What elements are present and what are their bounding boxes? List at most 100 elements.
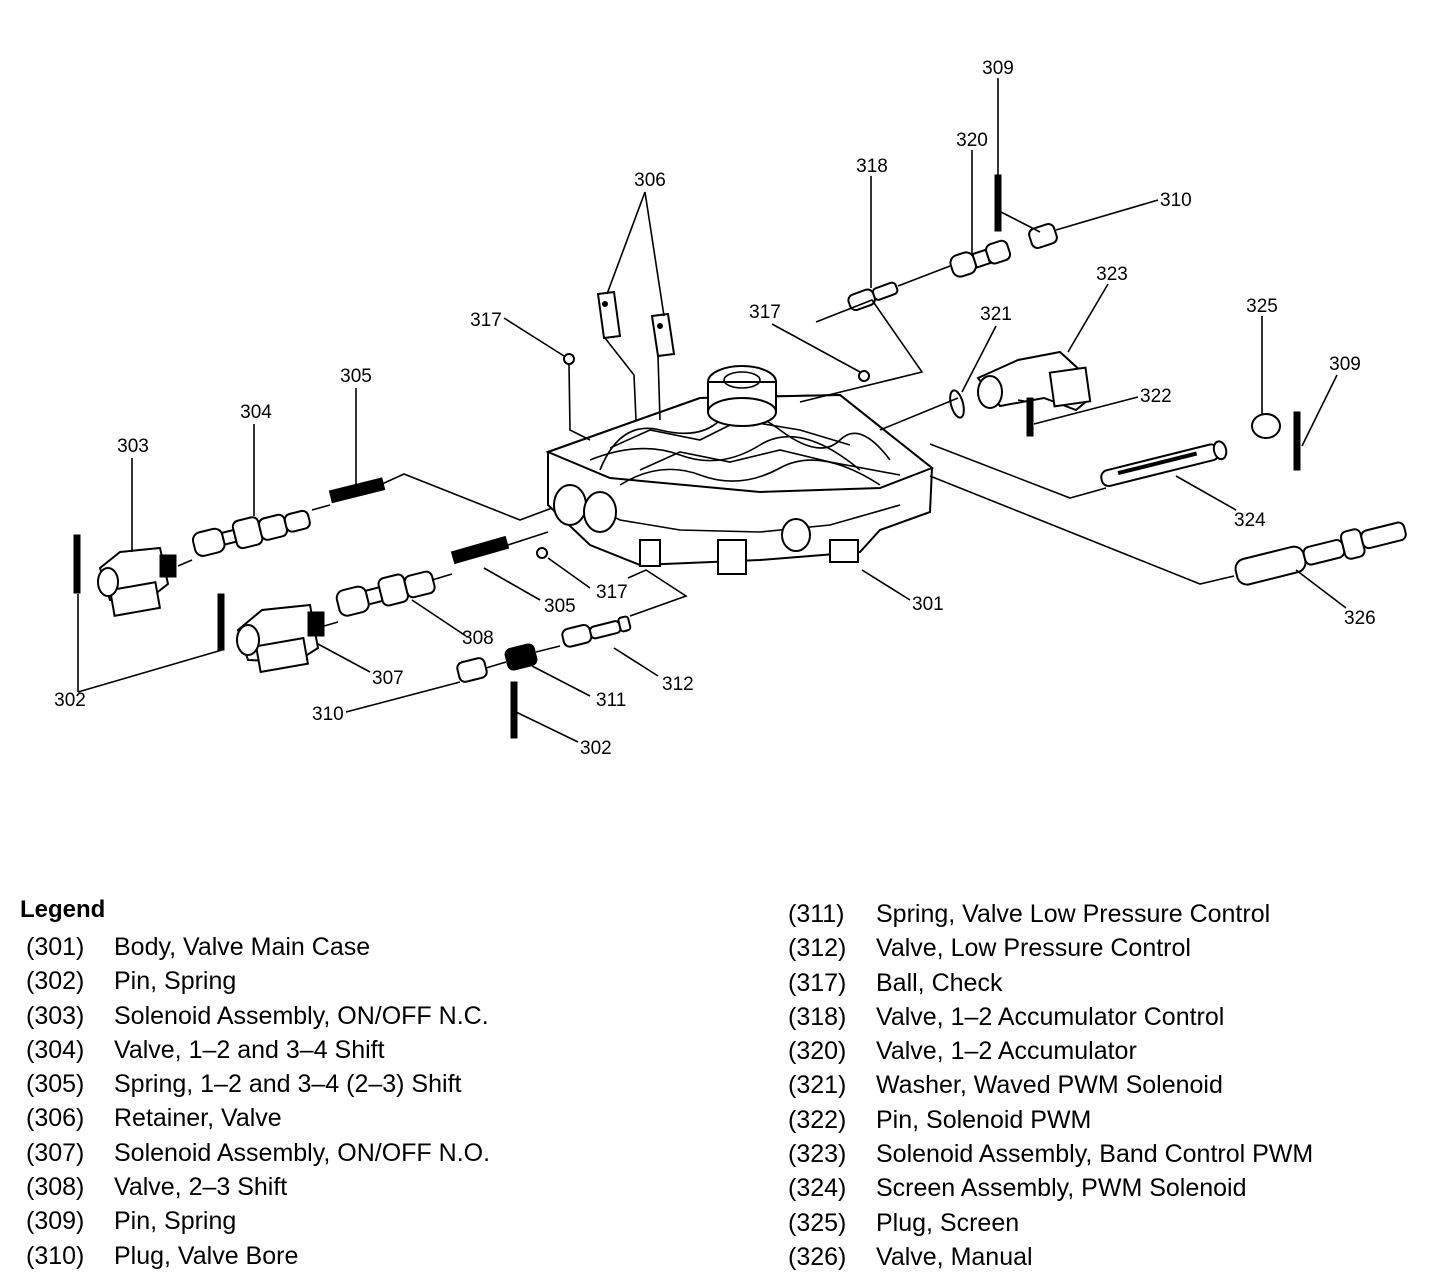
spring-pin-309-b [1293, 411, 1301, 471]
spring-pin-302-a [73, 534, 81, 594]
band-control-pwm-solenoid-323 [976, 350, 1092, 412]
valve-main-case-body [545, 365, 934, 575]
valve-308 [335, 570, 436, 617]
callout-305-low: 305 [544, 596, 576, 617]
legend-right-column: (311)Spring, Valve Low Pressure Control … [788, 897, 1313, 1274]
legend-item-description: Ball, Check [876, 968, 1003, 997]
legend-item-number: (325) [788, 1208, 847, 1237]
legend-item: (307) Solenoid Assembly, ON/OFF N.O. [26, 1136, 490, 1170]
callout-301: 301 [912, 594, 944, 615]
legend-item: (303) Solenoid Assembly, ON/OFF N.C. [26, 999, 490, 1033]
legend-item-description: Washer, Waved PWM Solenoid [876, 1071, 1223, 1100]
legend-item: (309)Pin, Spring [26, 1204, 490, 1238]
callout-307: 307 [372, 668, 404, 689]
spring-305-lower [450, 535, 510, 565]
check-ball-317-b [858, 370, 870, 382]
legend-item-description: Body, Valve Main Case [114, 933, 371, 961]
spring-pin-302-b [217, 593, 225, 651]
legend-item-number: (310) [26, 1241, 85, 1270]
callout-317-low: 317 [596, 582, 628, 603]
legend-item: (322) Pin, Solenoid PWM [788, 1103, 1313, 1137]
legend-item: (306)Retainer, Valve [26, 1101, 490, 1135]
leader-lines [77, 78, 1347, 743]
valve-bore-plug-310-b [456, 657, 488, 683]
valve-retainer-306-a [596, 290, 622, 340]
callout-321: 321 [980, 304, 1012, 325]
legend-item-description: Spring, Valve Low Pressure Control [876, 900, 1271, 928]
legend-item-description: Solenoid Assembly, ON/OFF N.O. [114, 1138, 491, 1167]
spring-pin-309-a [994, 174, 1002, 232]
legend-item: (302) Pin, Spring [26, 964, 490, 998]
callout-318: 318 [856, 156, 888, 177]
legend-item-number: (324) [788, 1174, 847, 1203]
legend-item-number: (317) [788, 968, 847, 997]
callout-320: 320 [956, 130, 988, 151]
legend-item: (308) Valve, 2–3 Shift [26, 1170, 490, 1204]
legend-item-description: Solenoid Assembly, ON/OFF N.C. [114, 1001, 489, 1030]
legend-item: (311) Spring, Valve Low Pressure Control [788, 897, 1313, 931]
callout-312: 312 [662, 674, 694, 695]
legend-item-number: (309) [26, 1207, 85, 1236]
valve-retainer-306-b [650, 312, 676, 358]
solenoid-303 [97, 546, 177, 617]
callout-302-left: 302 [54, 690, 86, 711]
legend-item-number: (321) [788, 1071, 847, 1100]
callout-305-top: 305 [340, 366, 372, 387]
callout-310-low: 310 [312, 704, 344, 725]
legend-item-description: Valve, Low Pressure Control [876, 934, 1191, 963]
valve-304 [192, 509, 311, 557]
legend-item-number: (308) [26, 1173, 85, 1202]
callout-309-top: 309 [982, 58, 1014, 79]
legend-item: (324)Screen Assembly, PWM Solenoid [788, 1171, 1313, 1205]
legend-item-description: Retainer, Valve [114, 1104, 282, 1133]
legend-item: (301) Body, Valve Main Case [26, 930, 490, 964]
legend-item-description: Valve, 1–2 and 3–4 Shift [114, 1035, 385, 1064]
legend-item-number: (326) [788, 1242, 847, 1271]
solenoid-pwm-pin-322 [1026, 397, 1034, 437]
callout-322: 322 [1140, 386, 1172, 407]
legend-item: (312) Valve, Low Pressure Control [788, 931, 1313, 965]
valve-320 [949, 239, 1012, 278]
legend-item-description: Pin, Solenoid PWM [876, 1105, 1092, 1134]
legend-item: (325)Plug, Screen [788, 1206, 1313, 1240]
legend-item: (310)Plug, Valve Bore [26, 1239, 490, 1273]
legend-item-description: Pin, Spring [114, 967, 237, 996]
legend-item-number: (312) [788, 934, 847, 963]
callout-325: 325 [1246, 296, 1278, 317]
legend-item: (304) Valve, 1–2 and 3–4 Shift [26, 1033, 490, 1067]
spring-pin-302-c [510, 681, 518, 739]
legend-item-description: Valve, 2–3 Shift [114, 1173, 288, 1202]
legend-item: (320)Valve, 1–2 Accumulator [788, 1034, 1313, 1068]
waved-washer-321 [949, 389, 965, 419]
legend-left-column: (301) Body, Valve Main Case (302) Pin, Spr… [26, 930, 490, 1273]
legend-item-description: Valve, Manual [876, 1242, 1033, 1271]
check-ball-317-c [536, 547, 548, 559]
callout-304: 304 [240, 402, 272, 423]
callout-317-left: 317 [470, 310, 502, 331]
legend-item: (326) Valve, Manual [788, 1240, 1313, 1274]
exploded-valve-body-diagram: 309 320 318 310 306 323 317 317 321 325 … [54, 58, 1407, 759]
legend-item-description: Spring, 1–2 and 3–4 (2–3) Shift [114, 1070, 462, 1099]
legend-item: (321) Washer, Waved PWM Solenoid [788, 1068, 1313, 1102]
legend-item-number: (318) [788, 1002, 847, 1031]
callout-317-mid: 317 [749, 302, 781, 323]
legend-title: Legend [20, 896, 106, 923]
legend-item-number: (304) [26, 1035, 85, 1064]
callout-306: 306 [634, 170, 666, 191]
legend-item-number: (303) [26, 1001, 85, 1030]
screen-plug-325 [1251, 413, 1281, 439]
legend-item-number: (305) [26, 1070, 85, 1099]
callout-326: 326 [1344, 608, 1376, 629]
callout-323: 323 [1096, 264, 1128, 285]
legend-item-number: (301) [26, 933, 85, 961]
legend-item-number: (311) [788, 900, 845, 928]
low-pressure-valve-312 [561, 615, 632, 648]
callout-309-right: 309 [1329, 354, 1361, 375]
callout-308: 308 [462, 628, 494, 649]
legend-item-number: (307) [26, 1138, 85, 1167]
legend-item: (305) Spring, 1–2 and 3–4 (2–3) Shift [26, 1067, 490, 1101]
callout-labels: 309 320 318 310 306 323 317 317 321 325 … [54, 58, 1376, 759]
legend-item-number: (302) [26, 967, 85, 996]
legend-item-number: (322) [788, 1105, 847, 1134]
callout-302-low: 302 [580, 738, 612, 759]
